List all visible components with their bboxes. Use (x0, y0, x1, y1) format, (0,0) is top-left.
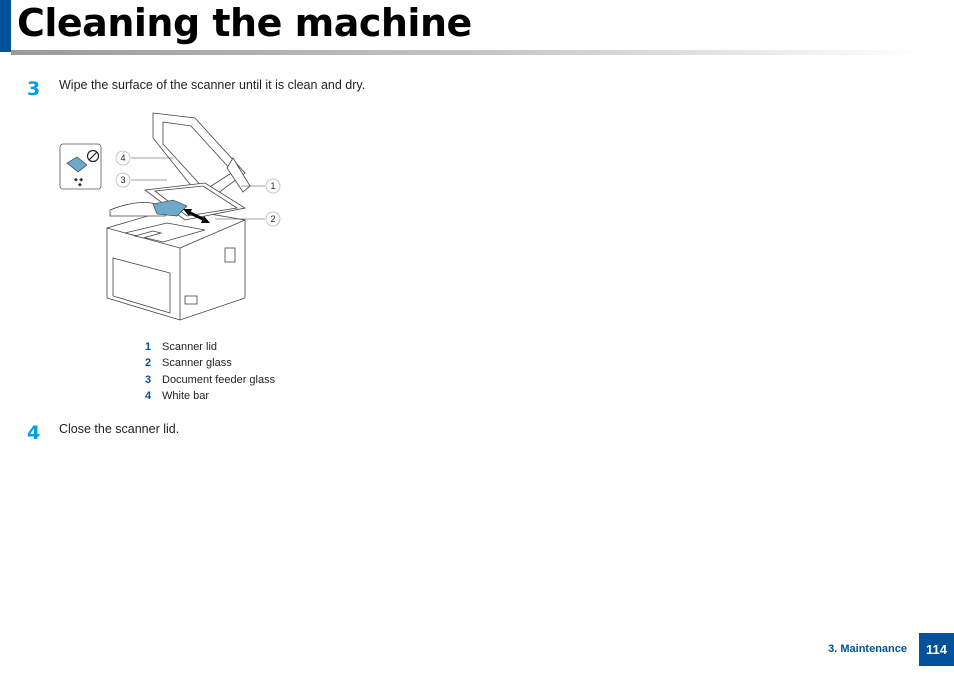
legend-label: White bar (162, 390, 210, 403)
legend-label: Scanner glass (162, 357, 232, 370)
cloth-no-liquid-icon: ◆ ◆ ◆ (59, 143, 102, 190)
scanner-cleaning-figure: ◆ ◆ ◆ (55, 108, 295, 326)
legend-label: Scanner lid (162, 341, 218, 354)
svg-text:◆ ◆: ◆ ◆ (74, 177, 83, 183)
step-text: Wipe the surface of the scanner until it… (59, 78, 366, 92)
figure-legend: 1 Scanner lid 2 Scanner glass 3 Document… (145, 339, 275, 404)
footer-section-label: 3. Maintenance (828, 643, 907, 655)
step-number: 4 (27, 422, 41, 444)
callout-2: 2 (270, 214, 275, 224)
title-divider (11, 50, 921, 55)
step-text: Close the scanner lid. (59, 422, 180, 436)
legend-number: 2 (145, 357, 152, 370)
legend-number: 1 (145, 341, 152, 354)
legend-item: 1 Scanner lid (145, 339, 275, 355)
legend-number: 3 (145, 373, 152, 386)
page-number: 114 (919, 633, 954, 666)
callout-1: 1 (270, 181, 275, 191)
printer-illustration (106, 112, 251, 321)
step-number: 3 (27, 78, 41, 100)
legend-item: 3 Document feeder glass (145, 372, 275, 388)
callout-3: 3 (120, 175, 125, 185)
legend-item: 2 Scanner glass (145, 355, 275, 371)
svg-text:◆: ◆ (78, 182, 82, 188)
page-title: Cleaning the machine (17, 1, 472, 45)
legend-number: 4 (145, 390, 152, 403)
title-accent-bar (0, 0, 11, 52)
wipe-direction-arrow-icon (183, 209, 210, 223)
legend-item: 4 White bar (145, 388, 275, 404)
hand-wiping-icon (109, 199, 188, 217)
callout-4: 4 (120, 153, 125, 163)
legend-label: Document feeder glass (162, 373, 276, 386)
